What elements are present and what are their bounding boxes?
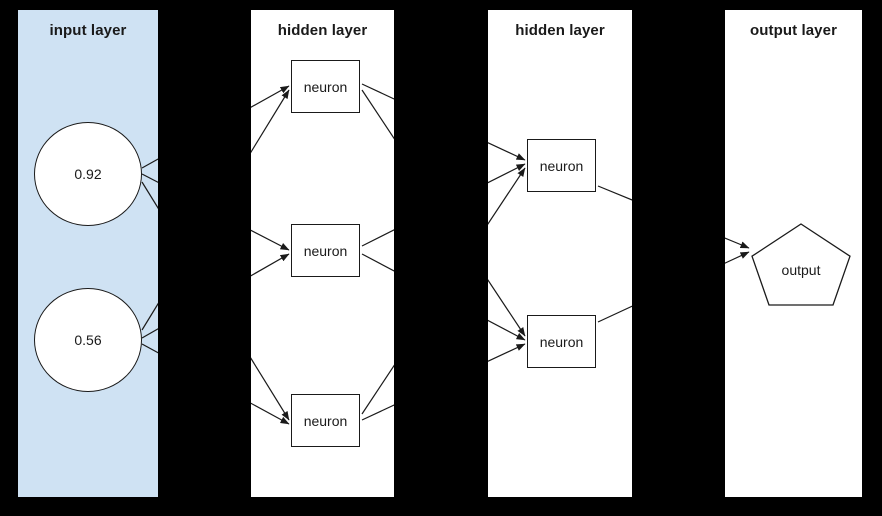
node-hidden2-neuron-1[interactable]: neuron (527, 139, 596, 192)
node-hidden2-neuron-2[interactable]: neuron (527, 315, 596, 368)
layer-title-output: output layer (749, 22, 838, 39)
node-hidden1-neuron-3[interactable]: neuron (291, 394, 360, 447)
node-label-hidden2-neuron-2: neuron (539, 333, 584, 350)
node-output-node[interactable]: output (751, 222, 851, 306)
node-label-hidden2-neuron-1: neuron (539, 157, 584, 174)
layer-column-input[interactable]: input layer (18, 10, 158, 497)
node-label-input-node-1: 0.92 (74, 166, 102, 182)
node-label-hidden1-neuron-2: neuron (303, 242, 348, 259)
node-label-hidden1-neuron-3: neuron (303, 412, 348, 429)
node-hidden1-neuron-2[interactable]: neuron (291, 224, 360, 277)
layer-column-hidden-2[interactable]: hidden layer (488, 10, 632, 497)
node-label-input-node-2: 0.56 (74, 332, 102, 348)
layer-title-hidden-2: hidden layer (515, 22, 605, 39)
node-label-hidden1-neuron-1: neuron (303, 78, 348, 95)
node-label-output-node: output (781, 262, 821, 279)
node-input-node-2[interactable]: 0.56 (34, 288, 142, 392)
node-input-node-1[interactable]: 0.92 (34, 122, 142, 226)
pentagon-shape (751, 222, 851, 306)
layer-title-hidden-1: hidden layer (277, 22, 368, 39)
node-hidden1-neuron-1[interactable]: neuron (291, 60, 360, 113)
layer-title-input: input layer (49, 22, 127, 39)
